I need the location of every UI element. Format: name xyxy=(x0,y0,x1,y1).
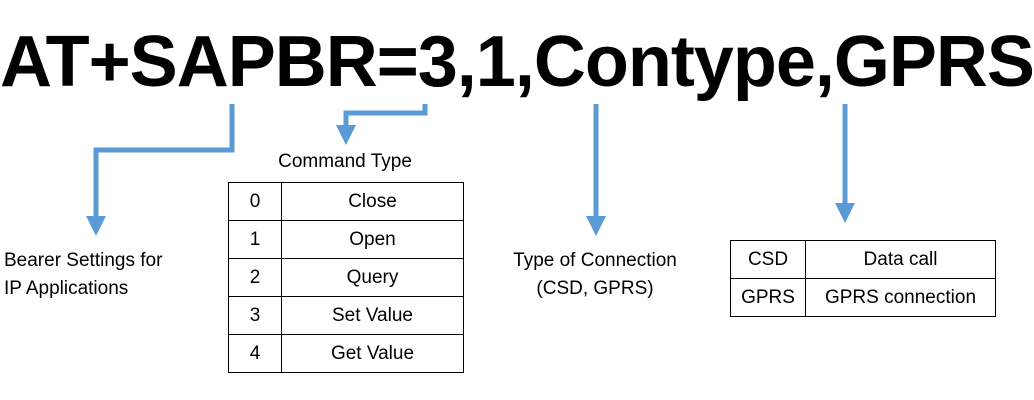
table-row: GPRS GPRS connection xyxy=(730,278,996,317)
command-code: 4 xyxy=(228,334,282,373)
table-row: 0 Close xyxy=(228,182,464,221)
arrow-bearer-settings xyxy=(86,104,235,236)
bearer-settings-label: Bearer Settings for IP Applications xyxy=(4,247,204,303)
bearer-label-line2: IP Applications xyxy=(4,278,129,299)
command-name: Query xyxy=(281,258,464,297)
connection-label-line1: Type of Connection xyxy=(513,250,677,271)
at-command-title: AT+SAPBR=3,1,Contype,GPRS xyxy=(0,22,1034,102)
command-name: Get Value xyxy=(281,334,464,373)
command-type-title: Command Type xyxy=(278,151,412,172)
table-row: 2 Query xyxy=(228,258,464,297)
command-code: 1 xyxy=(228,220,282,259)
table-row: CSD Data call xyxy=(730,240,996,279)
table-row: 3 Set Value xyxy=(228,296,464,335)
command-type-table: 0 Close 1 Open 2 Query 3 Set Value 4 Get… xyxy=(228,182,464,373)
connection-abbr: CSD xyxy=(730,240,806,279)
diagram-canvas: AT+SAPBR=3,1,Contype,GPRS Bearer Setting… xyxy=(0,22,1034,373)
table-row: 1 Open xyxy=(228,220,464,259)
connection-value-table: CSD Data call GPRS GPRS connection xyxy=(730,240,996,317)
command-name: Close xyxy=(281,182,464,221)
command-code: 0 xyxy=(228,182,282,221)
command-name: Set Value xyxy=(281,296,464,335)
connection-label-line2: (CSD, GPRS) xyxy=(536,278,654,299)
command-code: 3 xyxy=(228,296,282,335)
connection-abbr: GPRS xyxy=(730,278,806,317)
connection-type-label: Type of Connection (CSD, GPRS) xyxy=(480,247,710,303)
connection-desc: Data call xyxy=(805,240,996,279)
command-code: 2 xyxy=(228,258,282,297)
bearer-label-line1: Bearer Settings for xyxy=(4,250,163,271)
command-name: Open xyxy=(281,220,464,259)
table-row: 4 Get Value xyxy=(228,334,464,373)
connection-desc: GPRS connection xyxy=(805,278,996,317)
arrow-command-type xyxy=(336,104,428,145)
connector-arrows xyxy=(86,104,855,236)
